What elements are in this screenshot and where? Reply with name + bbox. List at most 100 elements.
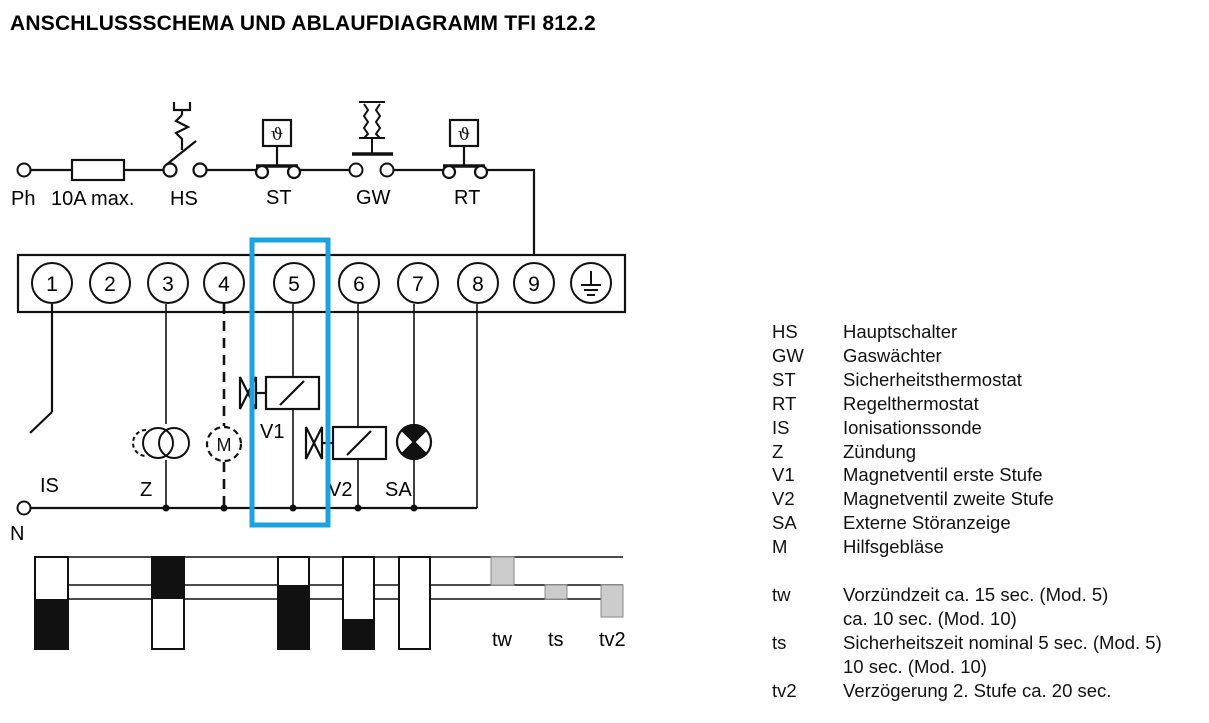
timing-diagram [34, 556, 624, 650]
terminal-number: 6 [353, 273, 365, 296]
legend-row: RT Regelthermostat [772, 392, 1162, 416]
safety-thermostat-icon: ϑ [254, 118, 302, 180]
legend-abbr [772, 655, 843, 679]
legend-timing-row: 10 sec. (Mod. 10) [772, 655, 1162, 679]
sa-label: SA [385, 479, 412, 501]
terminal-number: 3 [162, 273, 174, 296]
terminal-6 [338, 262, 380, 304]
legend-spacer [772, 559, 1162, 583]
terminal-8 [457, 262, 499, 304]
fault-lamp-icon [395, 423, 433, 461]
neutral-line [16, 500, 477, 516]
legend-abbr: ts [772, 631, 787, 653]
legend-desc: Magnetventil erste Stufe [843, 464, 1043, 486]
m-label: M [217, 435, 232, 455]
terminal-number: 9 [528, 273, 540, 296]
legend-row: GW Gaswächter [772, 344, 1162, 368]
legend-abbr [772, 607, 843, 631]
legend-abbr: M [772, 536, 788, 558]
terminal-4 [203, 262, 245, 304]
legend-desc: Verzögerung 2. Stufe ca. 20 sec. [843, 679, 1112, 701]
legend-row: SA Externe Störanzeige [772, 511, 1162, 535]
terminal-9 [513, 262, 555, 304]
terminals: 1 2 3 4 5 6 7 8 9 [31, 262, 555, 304]
legend-desc: Hauptschalter [843, 321, 958, 342]
terminal-5 [273, 262, 315, 304]
v2-label: V2 [328, 479, 352, 501]
legend-row: V2 Magnetventil zweite Stufe [772, 487, 1162, 511]
legend-desc: Magnetventil zweite Stufe [843, 488, 1054, 510]
legend-desc: Gaswächter [843, 344, 942, 366]
svg-text:ϑ: ϑ [271, 125, 283, 145]
legend-desc: Vorzündzeit ca. 15 sec. (Mod. 5) [843, 583, 1109, 605]
legend-abbr: SA [772, 512, 797, 534]
svg-text:ϑ: ϑ [458, 125, 470, 145]
legend-desc: Zündung [843, 440, 917, 462]
ignition-transformer-icon [132, 427, 190, 459]
terminal-2 [89, 262, 131, 304]
st-label: ST [266, 187, 292, 209]
legend-row: M Hilfsgebläse [772, 535, 1162, 559]
legend-row: Z Zündung [772, 440, 1162, 464]
fuse-icon [70, 158, 126, 182]
terminal-1 [31, 262, 73, 304]
legend-timing-row: ts Sicherheitszeit nominal 5 sec. (Mod. 5… [772, 631, 1162, 655]
page-title: ANSCHLUSSSCHEMA UND ABLAUFDIAGRAMM TFI 8… [10, 12, 596, 35]
main-switch-icon [162, 102, 208, 178]
terminal-7 [397, 262, 439, 304]
legend-desc: 10 sec. (Mod. 10) [843, 655, 987, 677]
legend-desc: Sicherheitszeit nominal 5 sec. (Mod. 5) [843, 631, 1162, 653]
v1-label: V1 [260, 421, 284, 443]
legend-timing-row: tw Vorzündzeit ca. 15 sec. (Mod. 5) [772, 583, 1162, 607]
hs-label: HS [170, 188, 198, 210]
legend-timing-row: tv2 Verzögerung 2. Stufe ca. 20 sec. [772, 679, 1162, 703]
terminal-number: 2 [104, 273, 116, 296]
legend-desc: Sicherheitsthermostat [843, 368, 1022, 390]
terminal-number: 7 [412, 273, 424, 296]
legend-timing-row: ca. 10 sec. (Mod. 10) [772, 607, 1162, 631]
legend-row: V1 Magnetventil erste Stufe [772, 463, 1162, 487]
legend-row: ST Sicherheitsthermostat [772, 368, 1162, 392]
terminal-number: 4 [218, 273, 230, 296]
tw-label: tw [492, 629, 513, 651]
legend-timing: tw Vorzündzeit ca. 15 sec. (Mod. 5)ca. 10… [772, 583, 1162, 703]
highlight-box [249, 237, 331, 528]
terminal-3 [147, 262, 189, 304]
terminal-wiring [29, 304, 478, 508]
legend-abbr: HS [772, 321, 798, 342]
phase-terminal-icon [16, 162, 32, 178]
gas-pressure-switch-icon [348, 101, 395, 178]
fuse-label: 10A max. [51, 188, 134, 210]
z-label: Z [140, 479, 152, 501]
solenoid-valve-2-icon [304, 425, 388, 461]
terminal-number: 1 [46, 273, 58, 296]
legend-desc: Ionisationssonde [843, 416, 982, 438]
phase-label: Ph [11, 188, 35, 210]
ground-terminal-icon [570, 262, 612, 304]
terminal-number: 5 [288, 273, 300, 296]
legend-abbr: Z [772, 440, 784, 462]
legend-desc: Regelthermostat [843, 392, 979, 414]
legend-desc: Externe Störanzeige [843, 512, 1011, 534]
ts-label: ts [548, 629, 564, 651]
legend-row: HS Hauptschalter [772, 320, 1162, 344]
terminal-number: 8 [472, 273, 484, 296]
supply-line [31, 168, 536, 258]
legend-desc: ca. 10 sec. (Mod. 10) [843, 607, 1017, 629]
legend-abbr: tw [772, 583, 791, 605]
is-label: IS [40, 475, 59, 497]
legend-abbr: ST [772, 368, 796, 390]
legend-abbr: RT [772, 392, 797, 414]
legend-desc: Hilfsgebläse [843, 536, 944, 558]
legend-abbr: V2 [772, 488, 795, 510]
legend-abbr: GW [772, 344, 804, 366]
gw-label: GW [356, 187, 391, 209]
legend-abbr: V1 [772, 464, 795, 486]
legend-abbr: IS [772, 416, 790, 438]
legend-abbr: tv2 [772, 679, 797, 701]
legend-row: IS Ionisationssonde [772, 416, 1162, 440]
rt-label: RT [454, 187, 480, 209]
